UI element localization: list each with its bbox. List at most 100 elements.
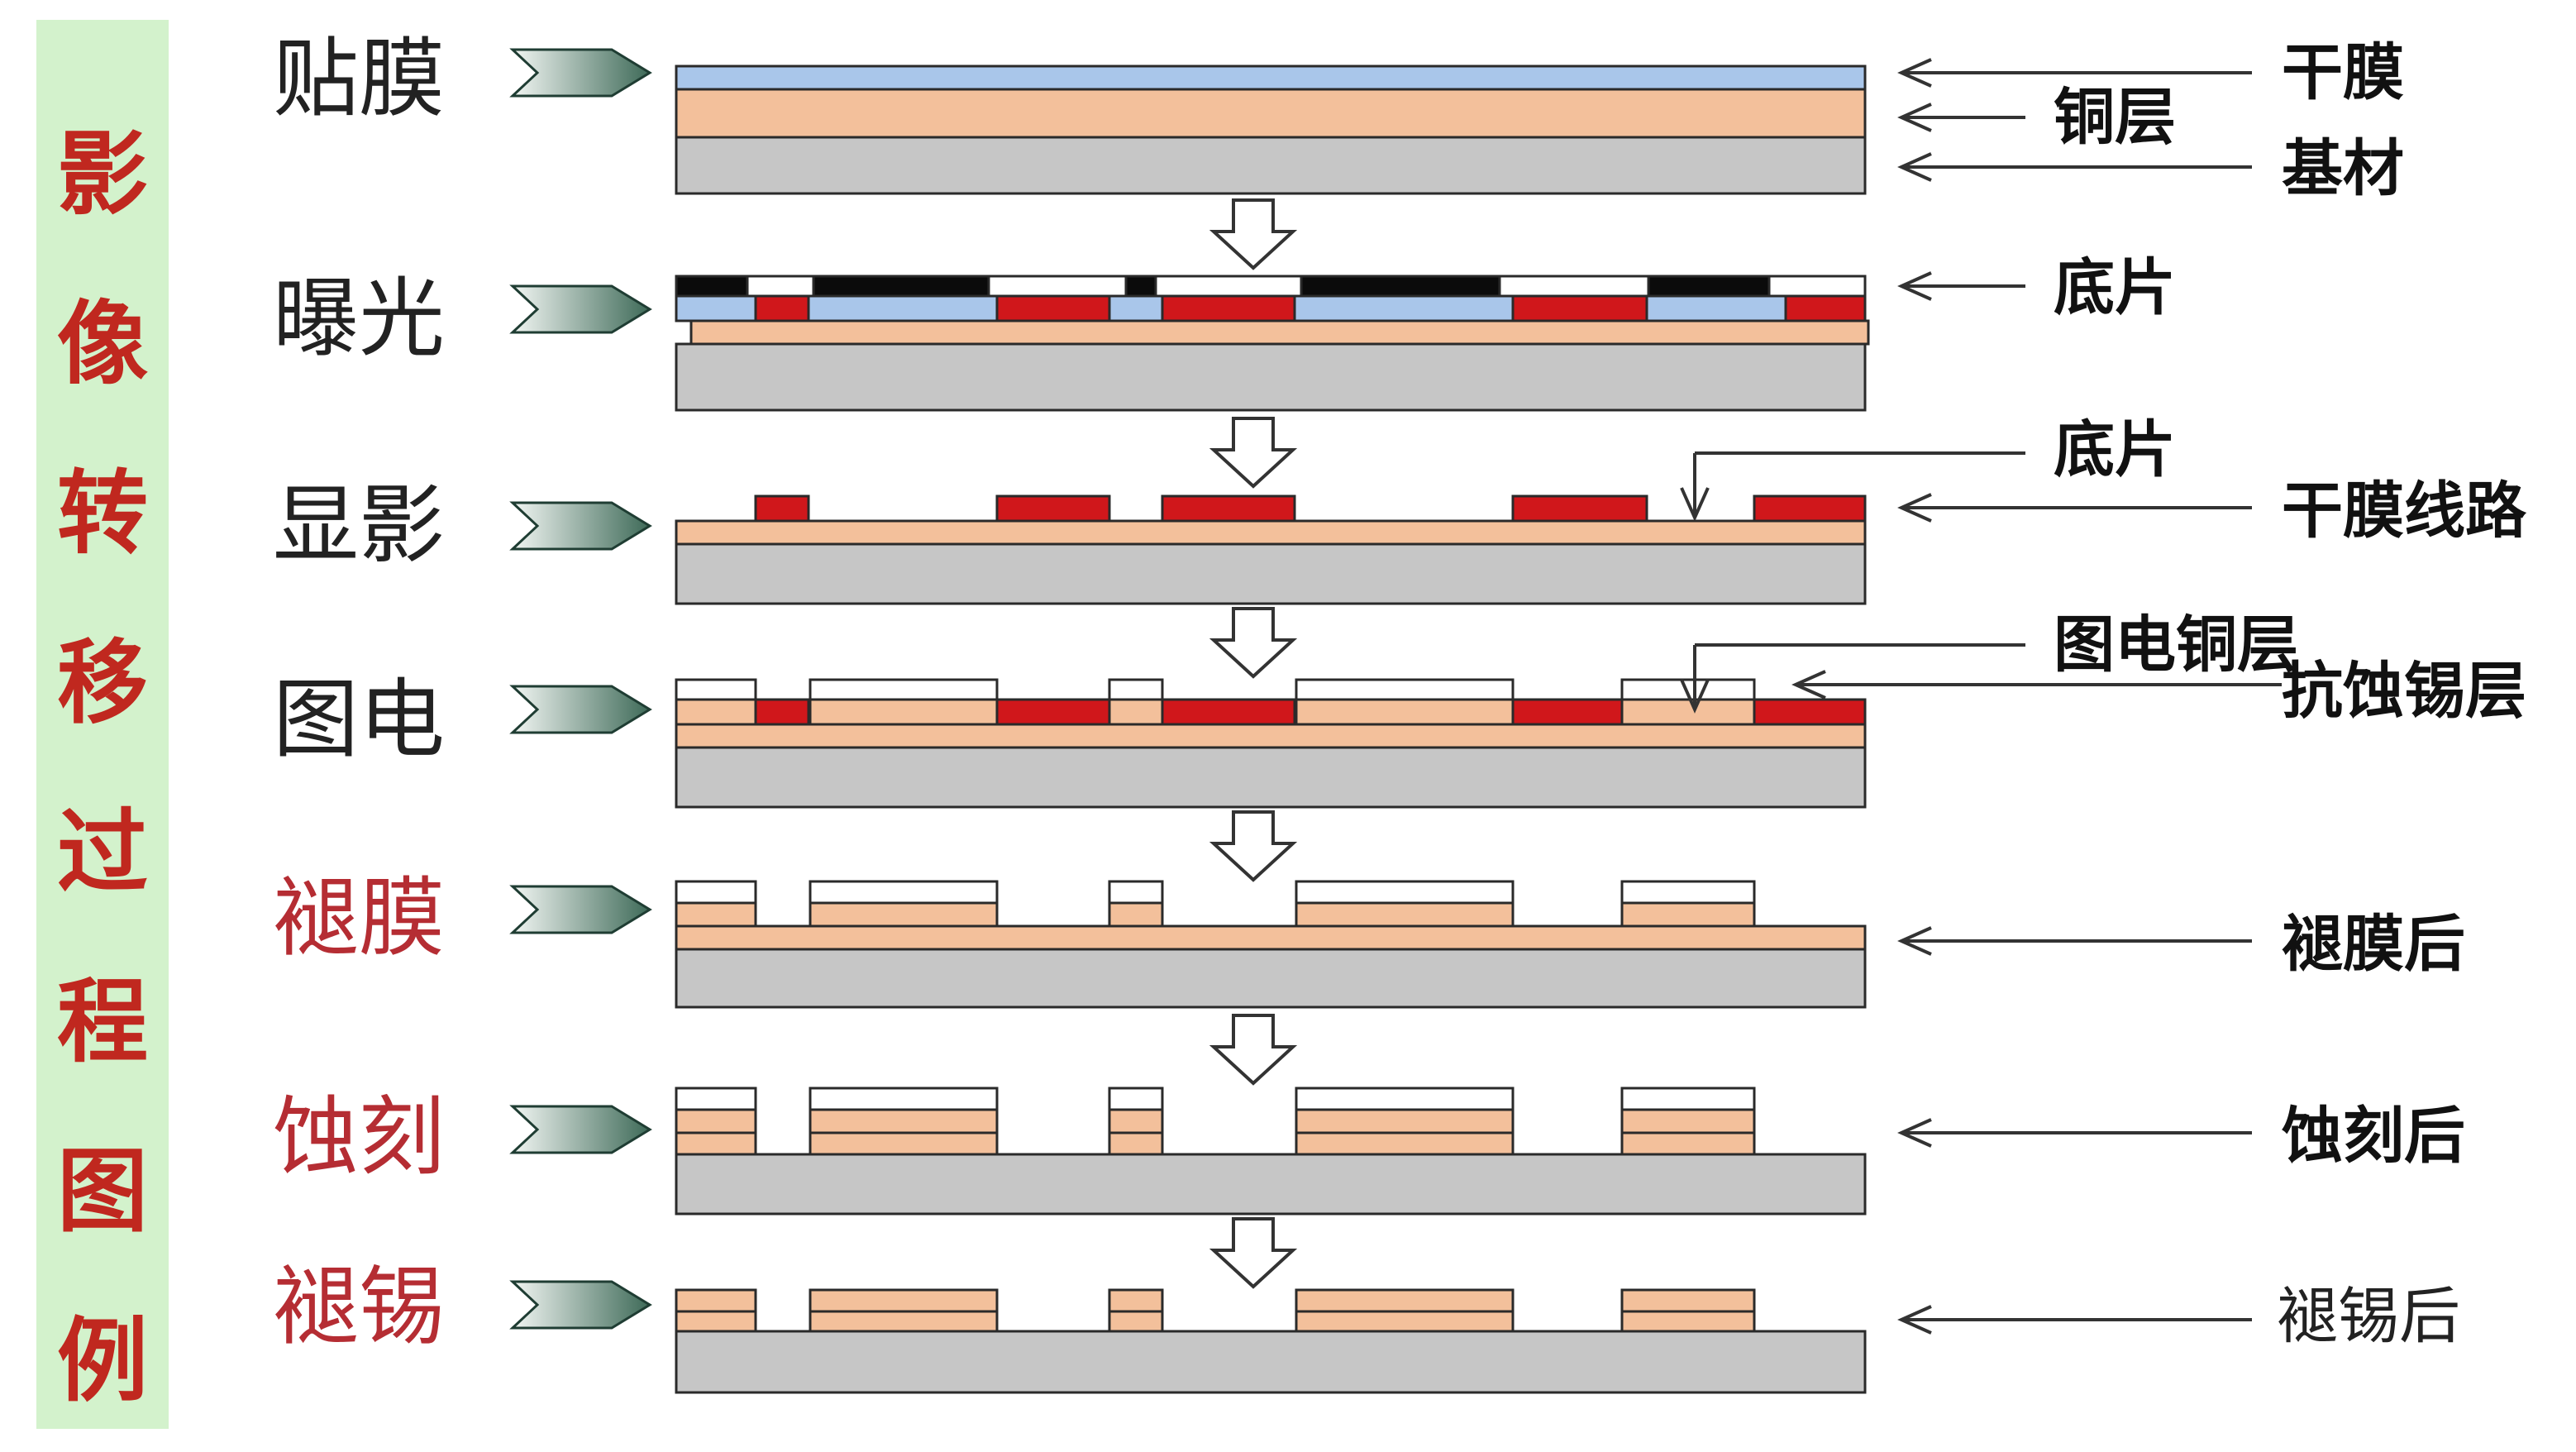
pointer-after-tin-strip-head <box>1897 1305 1932 1335</box>
substrate-layer <box>675 136 1867 195</box>
plated-copper-pad <box>1108 698 1164 726</box>
plated-copper-pad <box>1295 1108 1515 1134</box>
label-after-tin-strip: 褪锡后 <box>2277 1281 2460 1352</box>
resist-pattern <box>1161 494 1296 523</box>
flow-down-arrow-icon <box>1209 1217 1298 1289</box>
base-copper-pad <box>1295 1131 1515 1156</box>
tin-layer <box>1620 880 1756 905</box>
base-copper-pad <box>1108 1310 1164 1333</box>
plated-copper-pad <box>675 1288 757 1313</box>
step-arrow-icon <box>509 1105 652 1154</box>
step-arrow-icon <box>509 885 652 934</box>
label-plated-copper: 图电铜层 <box>2054 609 2298 681</box>
title-char: 图 <box>57 1139 148 1244</box>
pointer-after-strip-head <box>1897 926 1932 956</box>
plated-copper-pad <box>1108 1108 1164 1134</box>
resist-pattern <box>995 494 1111 523</box>
plated-copper-pad <box>1295 698 1515 726</box>
exposed-film-segment <box>754 294 810 322</box>
step-label-lamination: 贴膜 <box>273 28 446 129</box>
label-film-exposure: 底片 <box>2054 252 2176 323</box>
resist-pattern <box>1511 494 1648 523</box>
plated-copper-pad <box>809 901 999 928</box>
mask-window <box>1767 275 1867 298</box>
label-after-strip: 褪膜后 <box>2282 909 2465 980</box>
label-dry-film-circuit: 干膜线路 <box>2282 475 2526 547</box>
mask-window <box>1154 275 1303 298</box>
resist-pattern <box>1753 494 1867 523</box>
flow-down-arrow-icon <box>1209 810 1298 882</box>
base-copper-pad <box>1108 1131 1164 1156</box>
resist-pattern <box>1753 698 1867 726</box>
label-copper-layer: 铜层 <box>2054 82 2176 153</box>
plated-copper-pad <box>1295 901 1515 928</box>
tin-layer <box>1108 678 1164 701</box>
label-film-develop: 底片 <box>2054 414 2176 485</box>
pointer-film-develop-drop-head <box>1680 487 1710 522</box>
resist-pattern <box>754 494 810 523</box>
resist-pattern <box>1161 698 1296 726</box>
step-arrow-icon <box>509 48 652 98</box>
title-char: 程 <box>57 969 148 1075</box>
title-char: 转 <box>57 461 148 566</box>
copper-layer <box>675 88 1867 139</box>
exposed-film-segment <box>995 294 1111 322</box>
tin-layer <box>675 1087 757 1111</box>
substrate-layer <box>675 342 1867 412</box>
plated-copper-pad <box>1620 901 1756 928</box>
mask-window <box>746 275 815 298</box>
mask-window <box>1498 275 1650 298</box>
mask-window <box>987 275 1128 298</box>
base-copper-pad <box>1295 1310 1515 1333</box>
label-substrate: 基材 <box>2282 133 2404 204</box>
plated-copper-pad <box>675 901 757 928</box>
base-copper-pad <box>675 1131 757 1156</box>
resist-pattern <box>995 698 1111 726</box>
plated-copper-pad <box>1620 1288 1756 1313</box>
step-label-etch: 蚀刻 <box>273 1087 446 1187</box>
step-arrow-icon <box>509 685 652 734</box>
substrate-layer <box>675 746 1867 809</box>
resist-pattern <box>754 698 810 726</box>
tin-layer <box>809 1087 999 1111</box>
pointer-dry-film-circuit-head <box>1897 493 1932 523</box>
step-arrow-icon <box>509 501 652 551</box>
flow-down-arrow-icon <box>1209 198 1298 270</box>
label-etch-resist-tin: 抗蚀锡层 <box>2282 656 2526 727</box>
plated-copper-pad <box>1295 1288 1515 1313</box>
pointer-after-etch-head <box>1897 1118 1932 1148</box>
label-after-etch: 蚀刻后 <box>2282 1101 2465 1172</box>
step-label-pattern-plating: 图电 <box>273 669 446 770</box>
step-arrow-icon <box>509 284 652 334</box>
substrate-layer <box>675 1330 1867 1394</box>
flow-down-arrow-icon <box>1209 417 1298 489</box>
plated-copper-pad <box>675 1108 757 1134</box>
exposed-film-segment <box>1161 294 1296 322</box>
title-char: 例 <box>57 1308 148 1414</box>
substrate-layer <box>675 542 1867 605</box>
plated-copper-pad <box>809 698 999 726</box>
tin-layer <box>1108 1087 1164 1111</box>
step-label-film-strip: 褪膜 <box>273 867 446 968</box>
pointer-film-exposure-head <box>1897 271 1932 301</box>
step-label-tin-strip: 褪锡 <box>273 1256 446 1357</box>
substrate-layer <box>675 948 1867 1009</box>
title-char: 影 <box>57 122 148 227</box>
step-label-exposure: 曝光 <box>273 268 446 369</box>
copper-layer <box>675 723 1867 749</box>
plated-copper-pad <box>809 1108 999 1134</box>
pointer-plated-copper-drop-head <box>1680 679 1710 714</box>
plated-copper-pad <box>1108 901 1164 928</box>
pointer-dry-film-head <box>1897 58 1932 88</box>
plated-copper-pad <box>1620 698 1756 726</box>
base-copper-pad <box>675 1310 757 1333</box>
tin-layer <box>809 678 999 701</box>
step-arrow-icon <box>509 1280 652 1330</box>
pointer-copper-layer-head <box>1897 103 1932 132</box>
tin-layer <box>809 880 999 905</box>
copper-layer <box>689 319 1870 346</box>
label-dry-film: 干膜 <box>2282 37 2404 108</box>
title-char: 过 <box>57 800 148 905</box>
flow-down-arrow-icon <box>1209 1014 1298 1086</box>
